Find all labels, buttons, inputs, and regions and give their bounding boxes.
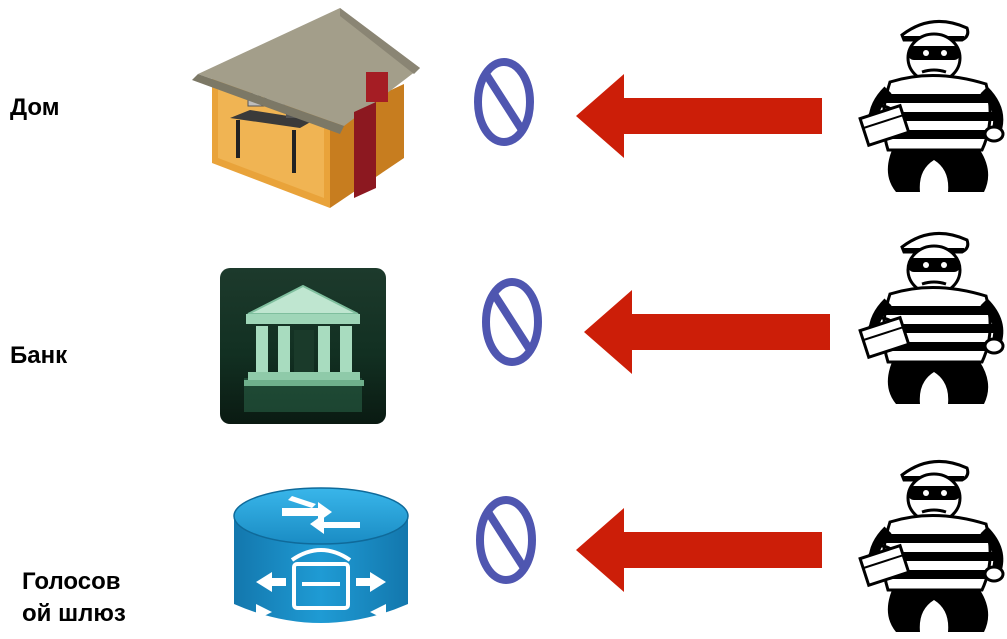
bank-building-icon: [218, 266, 388, 426]
burglar-icon: [862, 222, 1007, 408]
row-label-bank: Банк: [10, 340, 67, 372]
prohibited-icon: [476, 496, 538, 586]
row-label-voice-gateway: Голосов ой шлюз: [22, 566, 126, 630]
arrow-left-icon: [576, 508, 824, 594]
burglar-icon: [862, 10, 1007, 196]
arrow-left-icon: [584, 290, 832, 376]
prohibited-icon: [474, 58, 536, 148]
row-label-home: Дом: [10, 92, 60, 124]
voice-gateway-router-icon: [232, 486, 410, 634]
arrow-left-icon: [576, 74, 824, 160]
house-icon: [190, 8, 422, 210]
burglar-icon: [862, 450, 1007, 636]
prohibited-icon: [482, 278, 544, 368]
